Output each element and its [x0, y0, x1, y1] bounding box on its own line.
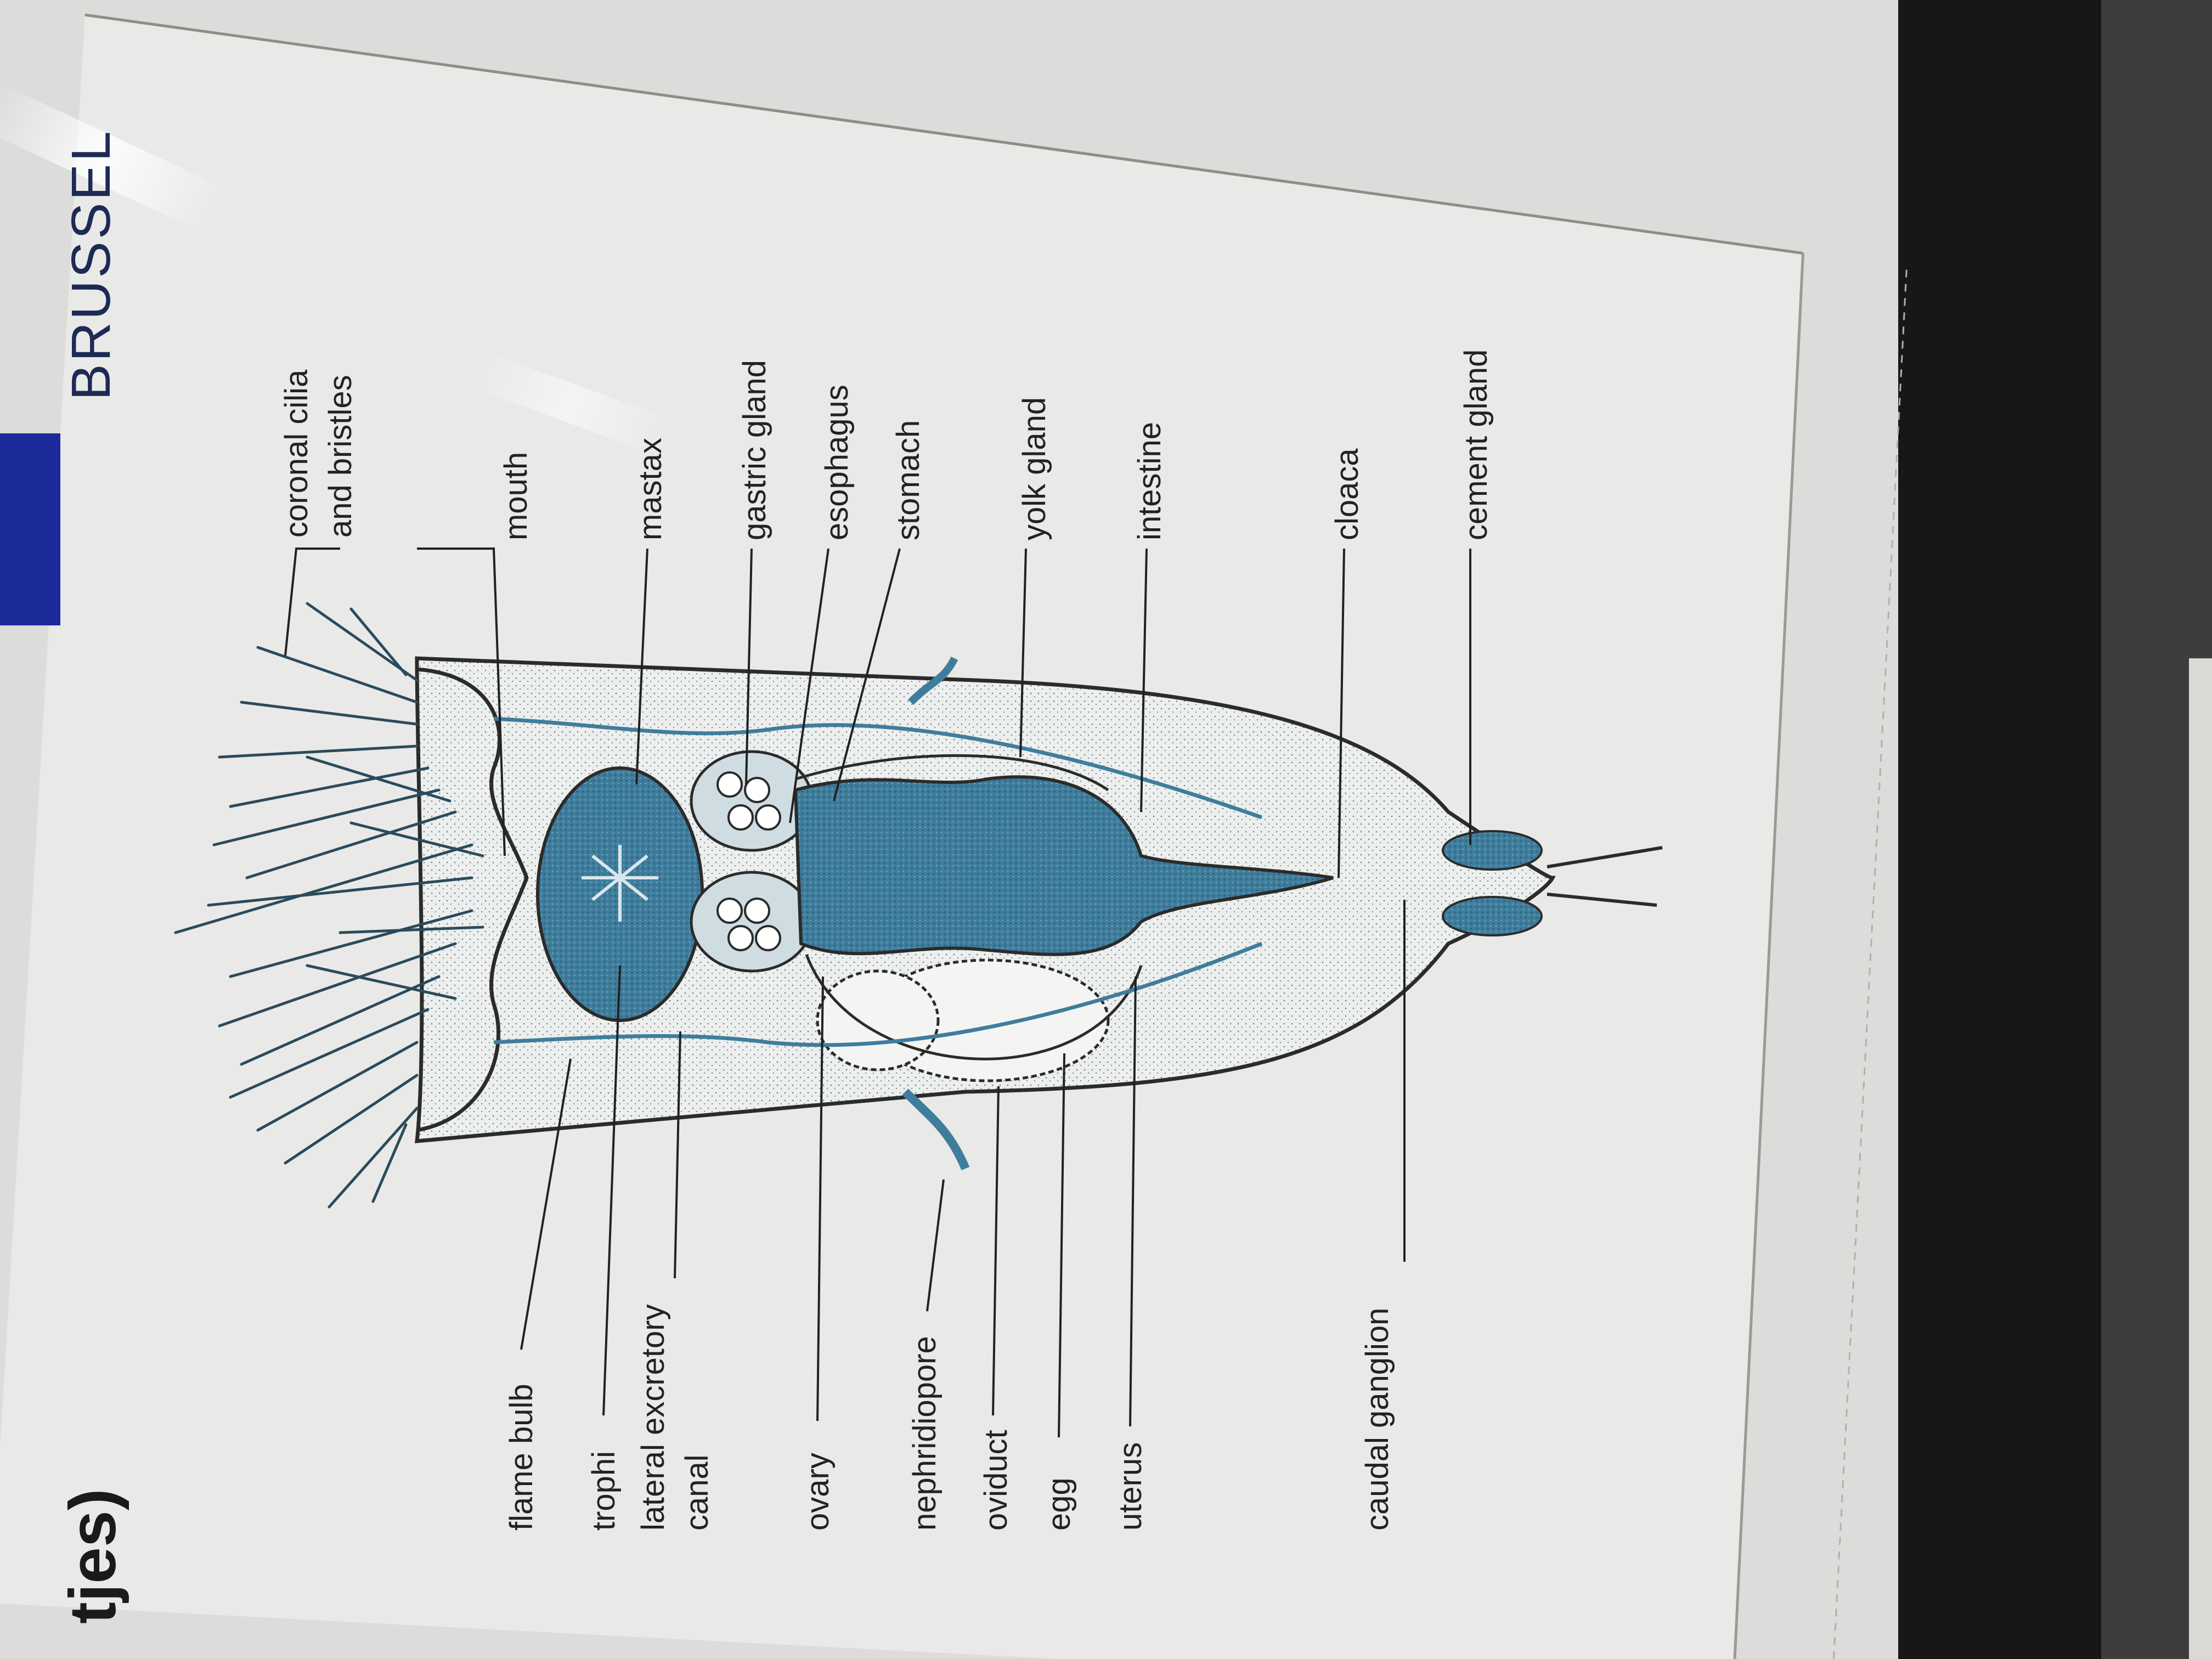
- frame-edge: [2189, 658, 2212, 1659]
- label-caudal-ganglion: caudal ganglion: [1359, 1308, 1395, 1531]
- label-flame-bulb: flame bulb: [504, 1384, 539, 1531]
- label-oviduct: oviduct: [978, 1430, 1014, 1531]
- lateral-excretory-canal-top: [493, 716, 1263, 820]
- nephridiopore-bottom: [902, 1088, 970, 1171]
- brand-logo-block: [0, 433, 60, 625]
- label-lateral-excretory-canal-1: lateral excretory: [635, 1304, 671, 1531]
- ovary: [816, 969, 940, 1071]
- label-trophi: trophi: [586, 1451, 622, 1531]
- label-mastax: mastax: [633, 438, 668, 540]
- foot-toes: [1547, 846, 1663, 907]
- labels: coronal cilia and bristles mouth mastax …: [279, 349, 1494, 1531]
- cement-gland: [1442, 830, 1543, 871]
- label-stomach: stomach: [890, 420, 926, 540]
- label-nephridiopore: nephridiopore: [907, 1336, 943, 1531]
- label-gastric-gland: gastric gland: [737, 360, 772, 540]
- rotifer-diagram: [174, 602, 1663, 1209]
- coronal-cilia: [174, 602, 484, 1209]
- label-ovary: ovary: [800, 1453, 836, 1531]
- light-glare: [0, 82, 228, 234]
- label-egg: egg: [1041, 1477, 1077, 1531]
- label-cement-gland: cement gland: [1458, 349, 1494, 540]
- label-cloaca: cloaca: [1329, 448, 1365, 540]
- trophi: [582, 845, 658, 922]
- cement-gland-2: [1442, 896, 1543, 936]
- label-coronal-cilia-2: and bristles: [323, 375, 358, 538]
- nephridiopore-top: [908, 656, 958, 705]
- leader-lines: [284, 548, 1471, 1438]
- label-coronal-cilia-1: coronal cilia: [279, 369, 314, 538]
- uterus: [805, 954, 1143, 1060]
- gastric-glands: [690, 750, 814, 973]
- label-yolk-gland: yolk gland: [1017, 397, 1052, 540]
- label-uterus: uterus: [1113, 1442, 1148, 1531]
- stomach: [793, 775, 1334, 956]
- corona-lobes: [416, 667, 529, 1132]
- heading-fragment: tjes): [56, 1488, 129, 1624]
- label-intestine: intestine: [1132, 422, 1167, 540]
- lateral-excretory-canal-bottom: [493, 941, 1263, 1047]
- light-glare-2: [466, 349, 675, 457]
- label-lateral-excretory-canal-2: canal: [679, 1454, 715, 1531]
- label-esophagus: esophagus: [819, 385, 855, 540]
- brand-name: BRUSSEL: [60, 129, 122, 400]
- label-mouth: mouth: [498, 452, 534, 540]
